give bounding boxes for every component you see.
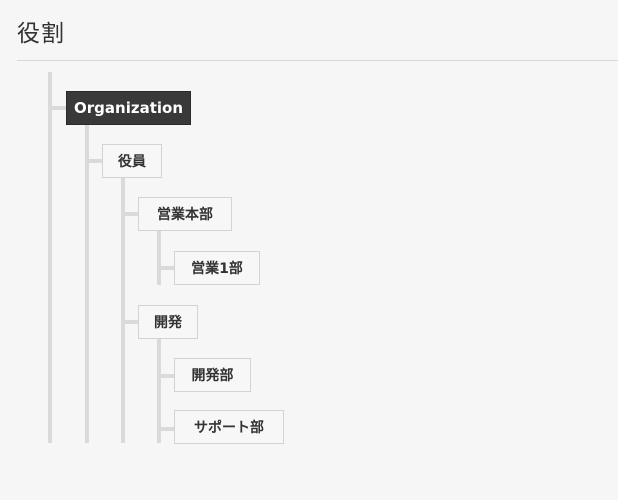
tree-guide-level-1 bbox=[48, 72, 52, 443]
tree-guide-level-4a bbox=[157, 231, 161, 285]
tree-node-development[interactable]: 開発 bbox=[138, 305, 198, 339]
tree-node-organization[interactable]: Organization bbox=[66, 91, 191, 125]
tree-node-executives[interactable]: 役員 bbox=[102, 144, 162, 178]
connector-sales-hq bbox=[121, 212, 138, 216]
tree-guide-level-2 bbox=[85, 124, 89, 443]
tree-node-sales-1[interactable]: 営業1部 bbox=[174, 251, 260, 285]
tree-node-support-dept[interactable]: サポート部 bbox=[174, 410, 284, 444]
connector-development bbox=[121, 320, 138, 324]
connector-executives bbox=[85, 159, 102, 163]
tree-node-dev-dept[interactable]: 開発部 bbox=[174, 358, 251, 392]
connector-dev-dept bbox=[157, 374, 174, 378]
connector-organization bbox=[48, 106, 66, 110]
page-title: 役割 bbox=[17, 21, 65, 47]
connector-sales-1 bbox=[157, 266, 174, 270]
tree-node-sales-hq[interactable]: 営業本部 bbox=[138, 197, 232, 231]
tree-guide-level-3 bbox=[121, 178, 125, 443]
connector-support-dept bbox=[157, 427, 174, 431]
tree-guide-level-4b bbox=[157, 338, 161, 443]
title-divider bbox=[17, 60, 618, 61]
